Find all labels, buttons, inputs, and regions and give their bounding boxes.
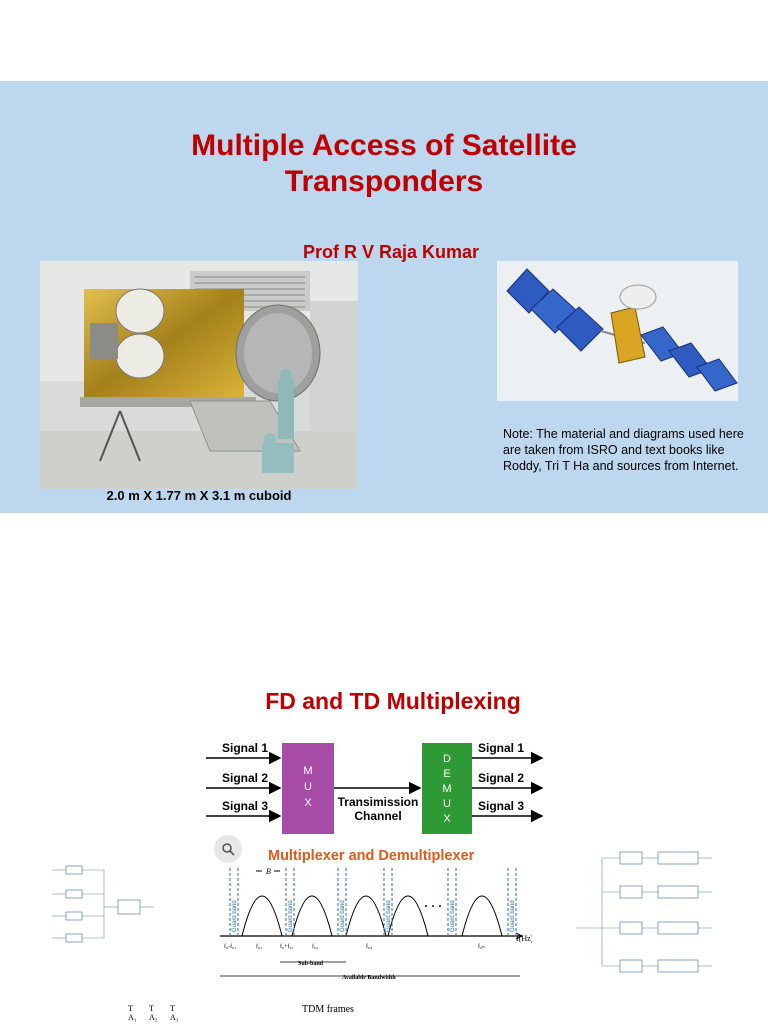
title-line-2: Transponders [284,165,484,198]
demux-output-1: Signal 1 [478,741,524,755]
demux-letter: M [442,783,451,795]
mux-demux-diagram: Signal 1 Signal 2 Signal 3 Signal 1 Sign… [204,728,544,840]
mux-input-2: Signal 2 [222,771,268,785]
t-sub-3: A₃ [170,1013,179,1022]
tdm-frames-label: TDM frames [302,1004,354,1015]
lens-search-icon[interactable] [214,835,242,863]
demux-box [422,743,472,834]
mux-letter: X [304,797,312,809]
spectrum-hump [345,895,387,937]
mux-letter: U [304,781,312,793]
freq-tick-label: f₀+f₀₁ [280,943,294,950]
mux-input-3: Signal 3 [222,799,268,813]
freq-tick-label: f₀-f₀₁ [224,943,236,950]
spectrum-hump [461,895,503,937]
modulator-block-diagram [52,865,154,943]
t-mark-1: T [128,1004,133,1013]
fdm-spectrum-diagram: f(Hz) Guard band Guard band Guard band Guar… [216,864,532,982]
demux-letter: U [443,798,451,810]
slide-2-title: FD and TD Multiplexing [265,688,521,714]
mux-caption: Multiplexer and Demultiplexer [268,848,475,864]
t-mark-2: T [149,1004,154,1013]
spectrum-hump [291,895,333,937]
t-sub-2: A₂ [149,1013,158,1022]
slide-1-title: Multiple Access of Satellite Transponder… [0,128,768,200]
title-line-1: Multiple Access of Satellite [191,129,577,162]
t-mark-3: T [170,1004,175,1013]
guard-band-label: Guard band [232,900,238,932]
photo-caption: 2.0 m X 1.77 m X 3.1 m cuboid [106,488,292,503]
mux-letter: M [303,765,312,777]
demux-letter: E [443,768,450,780]
guard-band-label: Guard band [386,900,392,932]
guard-band-label: Guard band [450,900,456,932]
guard-band-label: Guard band [288,900,294,932]
freq-axis-label: f(Hz) [516,934,532,943]
sub-band-label: Sub-band [298,961,324,967]
source-note: Note: The material and diagrams used her… [503,427,744,473]
mux-input-1: Signal 1 [222,741,268,755]
channel-label-2: Channel [354,809,401,823]
satellite-illustration [497,261,738,401]
ellipsis: · · · [424,899,442,913]
freq-tick-label: f₀₃ [366,943,372,950]
demux-letter: D [443,753,451,765]
demux-output-2: Signal 2 [478,771,524,785]
freq-tick-label: f₀ₙ [478,943,485,950]
t-sub-1: A₁ [128,1013,137,1022]
channel-label-1: Transimission [338,795,419,809]
demux-letter: X [443,813,451,825]
available-bandwidth-label: Available Bandwidth [342,975,396,981]
freq-tick-label: f₀₂ [312,943,318,950]
tdm-time-marks: T T T A₁ A₂ A₃ [128,1004,191,1022]
spectrum-hump [241,895,283,937]
b-label: B [266,867,271,876]
mux-box [282,743,334,834]
freq-tick-label: f₀₁ [256,943,262,950]
author-name: Prof R V Raja Kumar [302,242,480,262]
demodulator-block-diagram [576,851,712,973]
satellite-assembly-photo [40,261,358,489]
demux-output-3: Signal 3 [478,799,524,813]
guard-band-label: Guard band [510,900,516,932]
guard-band-label: Guard band [340,900,346,932]
